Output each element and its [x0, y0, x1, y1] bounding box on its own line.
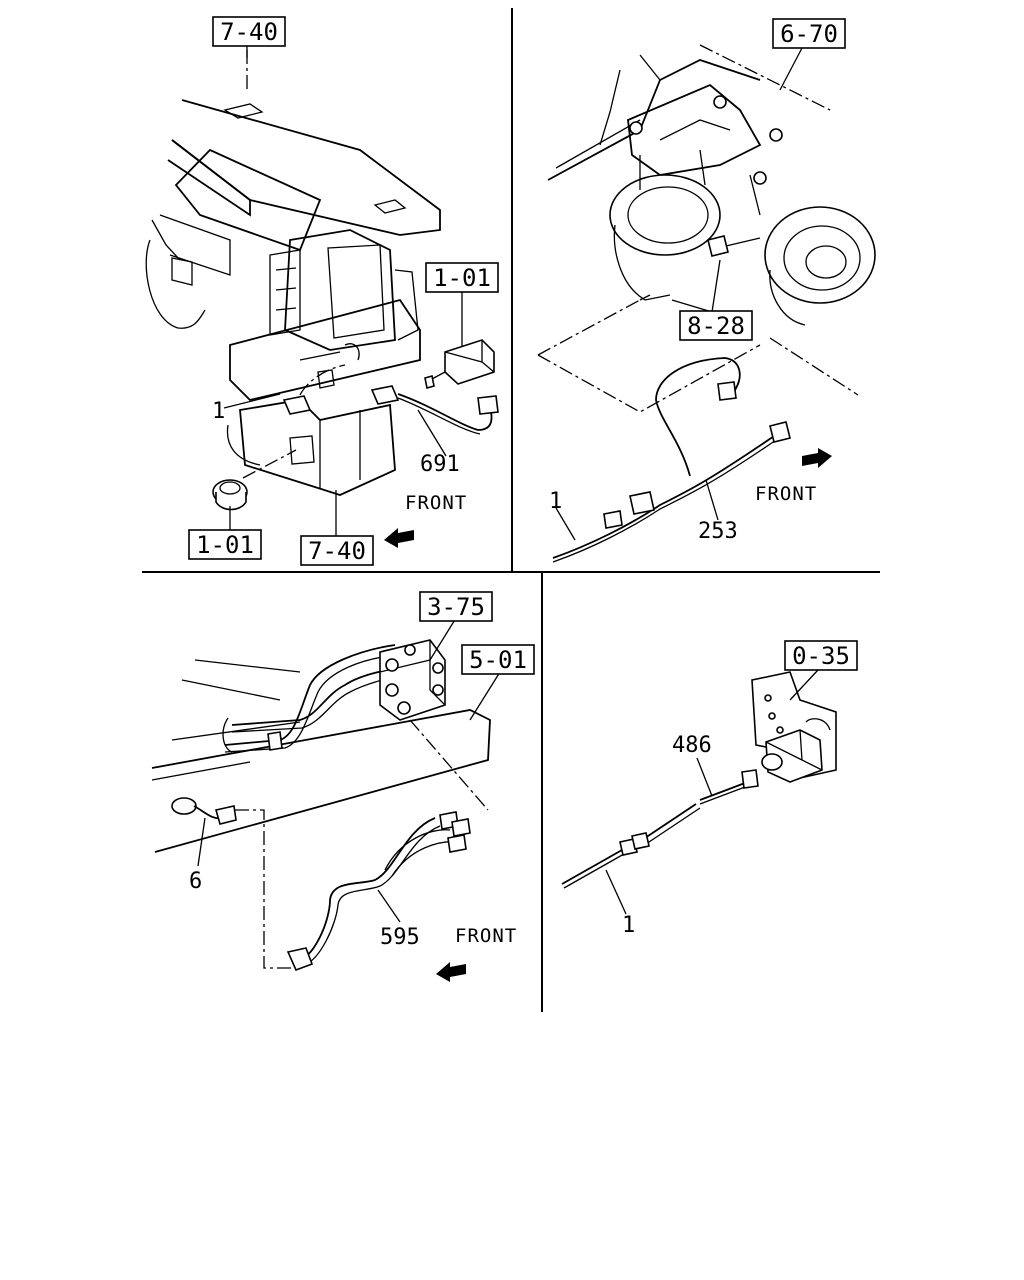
ref-label-5-01[interactable]: 5-01 [469, 646, 527, 674]
ref-box-5-01[interactable] [461, 644, 535, 675]
ref-label-3-75[interactable]: 3-75 [427, 593, 485, 621]
part-number-1-topright: 1 [549, 489, 562, 514]
valve-harness-drawing [151, 617, 501, 972]
ref-box-1-01-cap[interactable] [188, 529, 262, 560]
front-label-topright: FRONT [755, 483, 817, 505]
horn-drawing [537, 44, 876, 563]
part-number-253: 253 [698, 519, 738, 544]
ref-label-0-35[interactable]: 0-35 [792, 642, 850, 670]
ref-box-7-40-bottom[interactable] [300, 535, 374, 566]
ref-box-6-70[interactable] [772, 18, 846, 49]
ref-box-7-40-top[interactable] [212, 16, 286, 47]
part-number-6: 6 [189, 869, 202, 894]
ref-label-6-70[interactable]: 6-70 [780, 20, 838, 48]
ref-box-1-01-switch[interactable] [425, 262, 499, 293]
part-number-1-topleft: 1 [212, 399, 225, 424]
panel-top-right: 6-70 8-28 1 253 FRONT [537, 18, 876, 563]
panel-top-left: 7-40 1-01 1-01 7-40 1 691 FRONT [145, 16, 499, 566]
ref-label-7-40-top[interactable]: 7-40 [220, 18, 278, 46]
ref-label-1-01-cap[interactable]: 1-01 [196, 531, 254, 559]
front-arrow-icon [384, 528, 414, 548]
sensor-drawing [561, 669, 837, 915]
panel-bottom-left: 3-75 5-01 6 595 FRONT [151, 591, 535, 982]
front-label-bottomleft: FRONT [455, 925, 517, 947]
ref-box-0-35[interactable] [784, 640, 858, 671]
ref-label-1-01-switch[interactable]: 1-01 [433, 264, 491, 292]
ref-box-3-75[interactable] [419, 591, 493, 622]
part-number-1-bottomright: 1 [622, 913, 635, 938]
panel-bottom-right: 0-35 486 1 [561, 640, 858, 938]
part-number-486: 486 [672, 733, 712, 758]
part-number-691: 691 [420, 452, 460, 477]
front-arrow-icon [802, 448, 832, 468]
part-number-595: 595 [380, 925, 420, 950]
ref-label-7-40-bottom[interactable]: 7-40 [308, 537, 366, 565]
front-label-topleft: FRONT [405, 492, 467, 514]
panel-dividers [142, 8, 880, 1012]
dashboard-drawing [145, 46, 499, 536]
front-arrow-icon [436, 962, 466, 982]
ref-label-8-28[interactable]: 8-28 [687, 312, 745, 340]
ref-box-8-28[interactable] [679, 310, 753, 341]
